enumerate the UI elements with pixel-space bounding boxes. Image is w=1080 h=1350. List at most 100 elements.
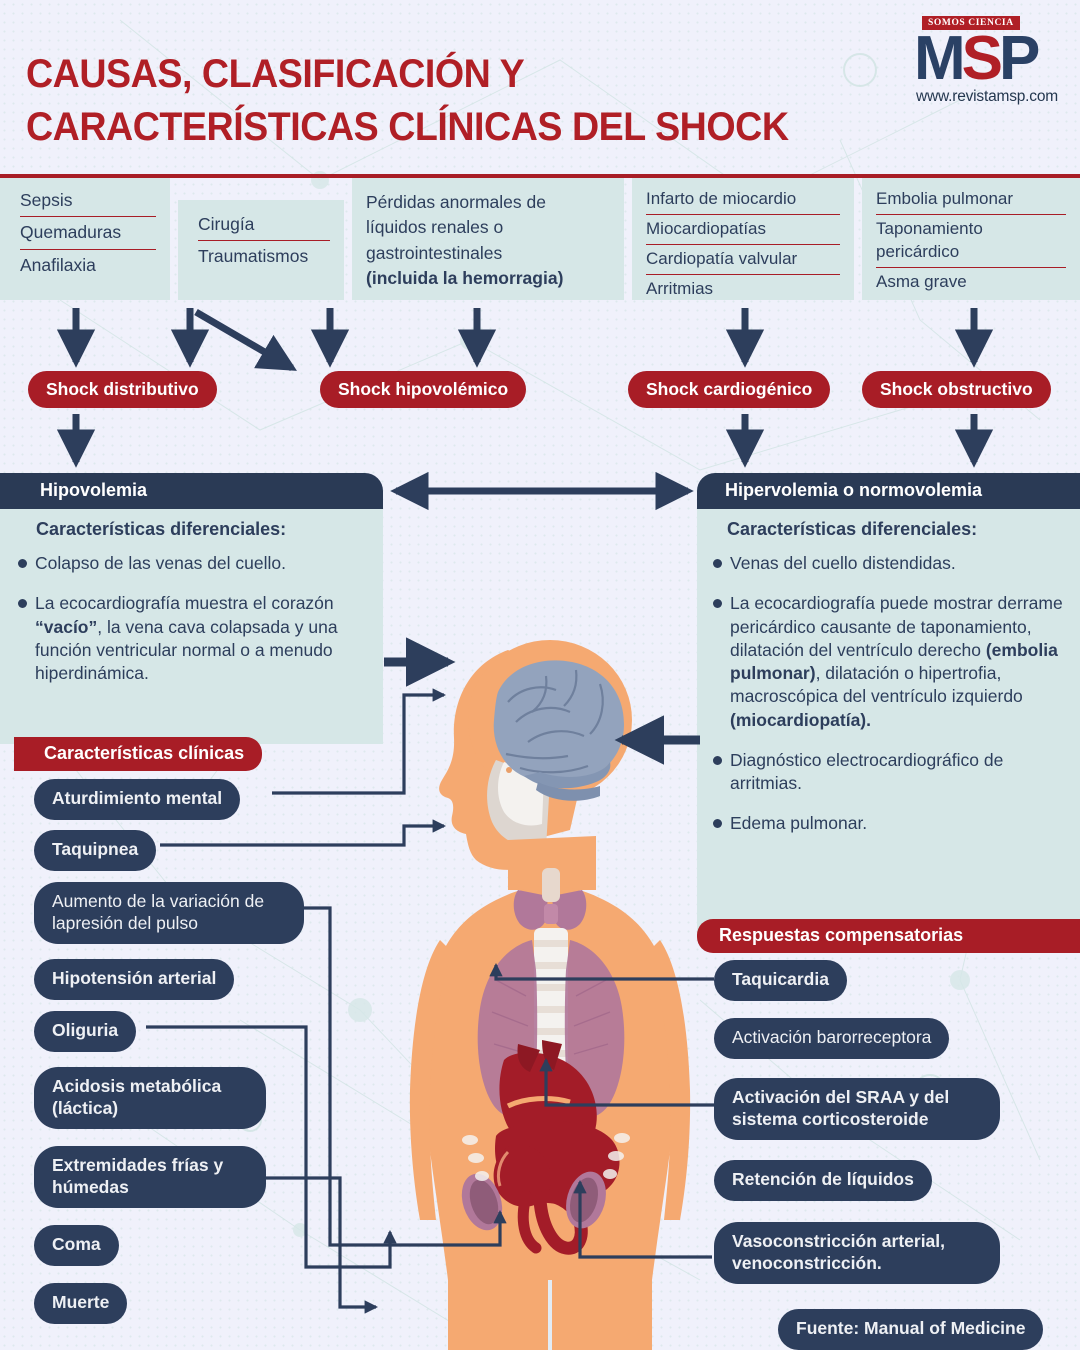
bullet-text: Diagnóstico electrocardiográfico de arri… bbox=[730, 749, 1066, 796]
eye-socket bbox=[506, 767, 512, 773]
bullet-text: Venas del cuello distendidas. bbox=[730, 552, 956, 575]
cause-box-cardiogenic: Infarto de miocardio Miocardiopatías Car… bbox=[632, 178, 854, 300]
pill-extremidades-frias[interactable]: Extremidades frías y húmedas bbox=[34, 1146, 266, 1209]
pill-coma[interactable]: Coma bbox=[34, 1225, 119, 1266]
pill-oliguria[interactable]: Oliguria bbox=[34, 1011, 137, 1052]
cause-box-hypovolemic: Pérdidas anormales de líquidos renales o… bbox=[352, 178, 624, 300]
logo-url[interactable]: www.revistamsp.com bbox=[916, 88, 1058, 106]
bullet-dot-icon bbox=[18, 599, 27, 609]
source-badge: Fuente: Manual of Medicine bbox=[778, 1309, 1044, 1350]
pill-activacion-sraa[interactable]: Activación del SRAA y del sistema cortic… bbox=[714, 1078, 1000, 1141]
cause-item: Embolia pulmonar bbox=[876, 189, 1014, 208]
bullet-item: La ecocardiografía muestra el corazón “v… bbox=[18, 592, 369, 685]
cause-divider bbox=[646, 213, 840, 215]
cause-divider bbox=[20, 216, 156, 218]
bullet-text-pre: Diagnóstico electrocardiográfico de arri… bbox=[730, 749, 1004, 794]
cause-item: Cirugía bbox=[198, 214, 255, 234]
logo-letter-s: S bbox=[961, 24, 1003, 93]
shock-pill-hipovolemico[interactable]: Shock hipovolémico bbox=[320, 371, 527, 408]
bullet-text-post: , la vena cava colapsada y una función v… bbox=[35, 616, 338, 684]
bullet-text: La ecocardiografía puede mostrar derrame… bbox=[730, 592, 1066, 732]
bullet-dot-icon bbox=[713, 559, 722, 568]
bullet-dot-icon bbox=[713, 819, 722, 829]
cause-item: Quemaduras bbox=[20, 222, 122, 243]
panel-hipervolemia: Hipervolemia o normovolemia Característi… bbox=[697, 473, 1080, 939]
page-header: CAUSAS, CLASIFICACIÓN Y CARACTERÍSTICAS … bbox=[0, 0, 1080, 170]
bullet-text-bold2: (miocardiopatía). bbox=[730, 709, 871, 730]
cause-divider bbox=[876, 266, 1066, 268]
cause-item: Sepsis bbox=[20, 190, 73, 210]
logo-letter-m: M bbox=[914, 24, 966, 93]
pill-retencion-liquidos[interactable]: Retención de líquidos bbox=[714, 1160, 932, 1201]
cause-box-distributive-a: Sepsis Quemaduras Anafilaxia bbox=[0, 178, 170, 300]
anatomy-illustration bbox=[409, 640, 691, 1350]
shock-pill-cardiogenico[interactable]: Shock cardiogénico bbox=[628, 371, 831, 408]
cause-to-shock-arrows bbox=[56, 308, 994, 372]
bullet-text: Colapso de las venas del cuello. bbox=[35, 552, 286, 575]
bullet-text: La ecocardiografía muestra el corazón “v… bbox=[35, 592, 369, 685]
page-title-line1: CAUSAS, CLASIFICACIÓN Y bbox=[26, 52, 525, 96]
pill-variacion-presion-pulso[interactable]: Aumento de la variación de lapresión del… bbox=[34, 882, 304, 945]
panel-hipovolemia: Hipovolemia Características diferenciale… bbox=[0, 473, 383, 744]
logo-wordmark: MSP bbox=[914, 28, 1060, 90]
bullet-text-pre: Edema pulmonar. bbox=[730, 813, 868, 834]
cause-item: Asma grave bbox=[876, 271, 967, 291]
aorta bbox=[517, 1044, 540, 1072]
panel-hipervolemia-title: Hipervolemia o normovolemia bbox=[697, 473, 1080, 509]
logo-letter-p: P bbox=[999, 24, 1040, 93]
cause-divider bbox=[646, 273, 840, 275]
shock-pill-distributivo[interactable]: Shock distributivo bbox=[28, 371, 217, 408]
bullet-item: Diagnóstico electrocardiográfico de arri… bbox=[713, 749, 1066, 796]
trachea-upper bbox=[542, 868, 560, 902]
banner-caracteristicas-clinicas: Características clínicas bbox=[14, 737, 263, 771]
causes-top-rule bbox=[0, 174, 1080, 178]
panel-hipervolemia-subtitle: Características diferenciales: bbox=[727, 519, 978, 539]
neck bbox=[508, 836, 596, 890]
bullet-text-post: , dilatación o hipertrofia, macroscópica… bbox=[730, 663, 1023, 707]
pill-taquipnea[interactable]: Taquipnea bbox=[34, 830, 157, 871]
cause-item-bold: (incluida la hemorragia) bbox=[366, 268, 564, 289]
cause-item: Cardiopatía valvular bbox=[646, 248, 798, 268]
cause-item: Miocardiopatías bbox=[646, 218, 767, 238]
shock-pill-obstructivo[interactable]: Shock obstructivo bbox=[862, 371, 1051, 408]
logo-tagline: SOMOS CIENCIA bbox=[922, 16, 1020, 30]
panel-hipovolemia-subtitle: Características diferenciales: bbox=[36, 519, 287, 539]
cause-divider bbox=[198, 240, 330, 242]
pill-acidosis-metabolica[interactable]: Acidosis metabólica (láctica) bbox=[34, 1067, 266, 1130]
bullet-item: Venas del cuello distendidas. bbox=[713, 552, 1066, 575]
brainstem bbox=[536, 782, 600, 801]
bullet-dot-icon bbox=[18, 559, 27, 568]
page-title-line2: CARACTERÍSTICAS CLÍNICAS DEL SHOCK bbox=[26, 104, 789, 149]
pill-label: Aumento de la variación de lapresión del… bbox=[52, 891, 265, 933]
bullet-text-bold: “vacío” bbox=[35, 616, 98, 637]
cause-divider bbox=[876, 213, 1066, 215]
pill-hipotension-arterial[interactable]: Hipotensión arterial bbox=[34, 959, 235, 1000]
cause-item: Traumatismos bbox=[198, 246, 309, 267]
pill-label: Vasoconstricción arterial, venoconstricc… bbox=[732, 1231, 946, 1273]
thyroid-icon bbox=[513, 868, 587, 930]
connector-extremidades bbox=[264, 1176, 379, 1314]
pill-vasoconstriccion[interactable]: Vasoconstricción arterial, venoconstricc… bbox=[714, 1222, 1000, 1285]
banner-respuestas-compensatorias: Respuestas compensatorias bbox=[697, 919, 1080, 953]
cause-item: Anafilaxia bbox=[20, 254, 96, 275]
panel-hipervolemia-body: Características diferenciales: Venas del… bbox=[697, 509, 1080, 939]
brain-icon bbox=[493, 660, 624, 801]
bullet-text: Edema pulmonar. bbox=[730, 812, 867, 835]
msp-logo[interactable]: SOMOS CIENCIA MSP www.revistamsp.com bbox=[892, 12, 1060, 106]
cause-divider bbox=[646, 243, 840, 245]
cause-item: Arritmias bbox=[646, 278, 714, 298]
leg-divider bbox=[548, 1280, 552, 1350]
bullet-dot-icon bbox=[713, 755, 722, 765]
right-arm bbox=[648, 940, 691, 1220]
bullet-text-pre: Venas del cuello distendidas. bbox=[730, 553, 956, 573]
cause-item: Taponamiento pericárdico bbox=[876, 218, 983, 261]
pill-muerte[interactable]: Muerte bbox=[34, 1283, 128, 1324]
cause-box-obstructive: Embolia pulmonar Taponamiento pericárdic… bbox=[862, 178, 1080, 300]
pill-aturdimiento-mental[interactable]: Aturdimiento mental bbox=[34, 779, 241, 820]
pill-label: Acidosis metabólica (láctica) bbox=[52, 1076, 222, 1118]
cause-item: Infarto de miocardio bbox=[646, 189, 797, 208]
cause-item: Pérdidas anormales de líquidos renales o… bbox=[366, 192, 546, 263]
page-title: CAUSAS, CLASIFICACIÓN Y CARACTERÍSTICAS … bbox=[26, 48, 834, 154]
pill-activacion-barorreceptora[interactable]: Activación barorreceptora bbox=[714, 1018, 950, 1059]
pill-taquicardia[interactable]: Taquicardia bbox=[714, 960, 847, 1001]
